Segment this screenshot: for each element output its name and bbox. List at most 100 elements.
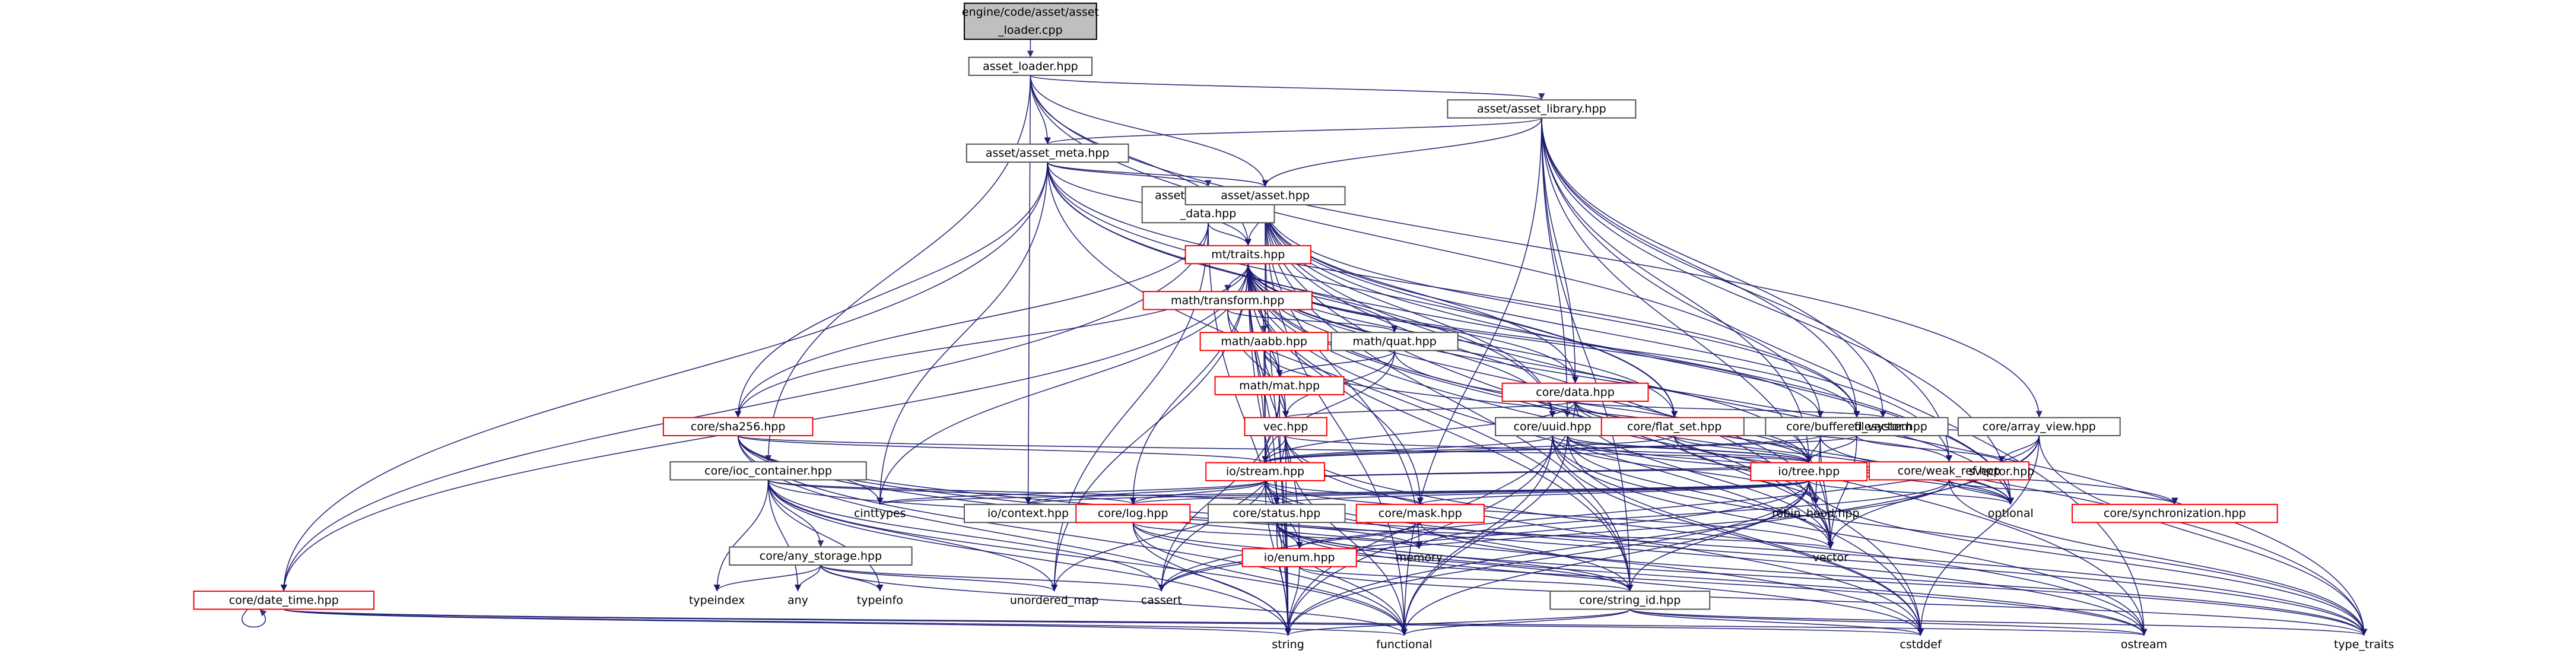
edge-string_id-to-string [1285, 608, 1631, 636]
edge-asset_meta-to-buffered_vector [1047, 162, 1860, 418]
node-ioc-container[interactable]: core/ioc_container.hpp [669, 461, 867, 481]
edge-asset_meta-to-flat_set [1047, 162, 1678, 418]
node-mtraits[interactable]: mt/traits.hpp [1184, 245, 1311, 265]
node-label: unordered_map [1010, 594, 1099, 607]
edge-data-to-vec [1282, 401, 1576, 418]
node-box [963, 2, 1097, 40]
node-data[interactable]: core/data.hpp [1501, 382, 1649, 402]
node-ostream: ostream [2121, 638, 2167, 651]
node-label: optional [1988, 507, 2034, 520]
node-svector: svector.hpp [1969, 465, 2035, 478]
edge-asset_loader-to-asset_asset [1030, 75, 1269, 187]
node-label: core/ioc_container.hpp [704, 464, 832, 477]
edge-asset_asset-to-string_id [1265, 204, 1634, 592]
edge-core_log-to-string [1132, 522, 1292, 636]
edge-date_time-to-cstddef [283, 608, 1923, 636]
edge-ioc_container-to-unordered_map [767, 480, 1058, 592]
edge-flat_set-to-robin_hood [1673, 435, 1819, 504]
edge-io_tree-to-functional [1400, 480, 1810, 636]
node-label: filesystem [1854, 420, 1912, 433]
node-buffered-vector[interactable]: core/buffered_vector.hpp [1765, 417, 1949, 436]
node-label: math/mat.hpp [1239, 379, 1320, 392]
node-label: mt/traits.hpp [1211, 248, 1285, 261]
node-asset-loader[interactable]: asset_loader.hpp [968, 56, 1093, 76]
node-box [1208, 503, 1346, 523]
edge-quat-to-mat [1276, 350, 1395, 377]
edge-mtraits-to-string_id [1247, 264, 1634, 592]
node-label: core/buffered_vector.hpp [1786, 420, 1927, 433]
node-transform[interactable]: math/transform.hpp [1142, 291, 1313, 310]
edge-aabb-to-io_stream [1262, 350, 1269, 463]
edge-ioc_container-to-core_status [767, 479, 1280, 505]
node-quat[interactable]: math/quat.hpp [1330, 332, 1459, 351]
node-box [963, 503, 1093, 523]
node-string-id[interactable]: core/string_id.hpp [1549, 591, 1711, 610]
node-unordered-map: unordered_map [1010, 594, 1099, 607]
edge-asset_import-to-sha256 [735, 223, 1209, 418]
node-core-status[interactable]: core/status.hpp [1208, 503, 1346, 523]
edge-io_stream-to-unordered_map [1051, 480, 1266, 592]
node-asset-library[interactable]: asset/asset_library.hpp [1447, 99, 1637, 119]
node-vec[interactable]: vec.hpp [1244, 417, 1327, 436]
node-sha256[interactable]: core/sha256.hpp [662, 417, 814, 436]
node-io-context[interactable]: io/context.hpp [963, 503, 1093, 523]
edge-buffered_vector-to-io_stream [1262, 435, 1857, 464]
node-uuid[interactable]: core/uuid.hpp [1495, 417, 1611, 436]
node-weak-ref[interactable]: core/weak_ref.hpp [1869, 461, 2030, 481]
node-box [1765, 417, 1949, 436]
node-core-mask[interactable]: core/mask.hpp [1355, 503, 1485, 523]
node-core-sync[interactable]: core/synchronization.hpp [2072, 503, 2278, 523]
node-io-stream[interactable]: io/stream.hpp [1205, 462, 1325, 481]
node-io-enum[interactable]: io/enum.hpp [1241, 548, 1357, 567]
node-box [1501, 382, 1649, 402]
edge-asset_meta-to-sha256 [735, 162, 1049, 418]
node-cassert: cassert [1141, 594, 1182, 607]
node-vector: vector [1813, 551, 1848, 564]
node-array-view[interactable]: core/array_view.hpp [1957, 417, 2121, 436]
node-asset-meta[interactable]: asset/asset_meta.hpp [965, 143, 1129, 163]
node-box [968, 56, 1093, 76]
node-label: core/sha256.hpp [691, 420, 786, 433]
edge-mtraits-to-transform [1224, 264, 1249, 292]
node-core-log[interactable]: core/log.hpp [1075, 503, 1191, 523]
node-io-tree[interactable]: io/tree.hpp [1750, 462, 1868, 481]
edge-string_id-to-cstddef [1629, 608, 1924, 636]
edge-buffered_vector-to-vector [1827, 435, 1857, 549]
node-label: engine/code/asset/asset [962, 6, 1099, 19]
edge-ioc_container-to-core_log [767, 479, 1136, 505]
node-any: any [787, 594, 808, 607]
edge-asset_asset-to-vector [1265, 204, 1834, 549]
edge-aabb-to-io_tree [1263, 350, 1812, 463]
edge-asset_asset-to-uuid [1265, 204, 1556, 418]
node-aabb[interactable]: math/aabb.hpp [1199, 332, 1329, 351]
node-label: _data.hpp [1180, 207, 1237, 220]
edge-data-to-filesystem [1574, 401, 1886, 418]
node-date-time[interactable]: core/date_time.hpp [193, 591, 375, 610]
edge-date_time-to-functional [283, 608, 1408, 636]
node-flat-set[interactable]: core/flat_set.hpp [1600, 417, 1748, 436]
node-label: vector [1813, 551, 1848, 564]
edge-asset_library-to-functional [1400, 118, 1542, 636]
edge-io_stream-to-io_context [1025, 480, 1266, 505]
node-box [1199, 332, 1329, 351]
node-cstddef: cstddef [1900, 638, 1942, 651]
edge-core_status-to-type_traits [1276, 522, 2368, 636]
edge-array_view-to-svector [1998, 435, 2040, 463]
edge-core_status-to-string [1276, 522, 1292, 636]
edge-asset_library-to-filesystem [1541, 118, 1886, 418]
edge-io_tree-to-cinttypes [877, 480, 1810, 505]
node-label: core/array_view.hpp [1983, 420, 2096, 433]
node-root[interactable]: engine/code/asset/asset_loader.cpp [962, 2, 1099, 40]
edge-core_log-to-ostream [1132, 522, 2148, 636]
node-any-storage[interactable]: core/any_storage.hpp [729, 546, 913, 566]
node-mat[interactable]: math/mat.hpp [1214, 376, 1345, 395]
node-label: typeinfo [857, 594, 903, 607]
node-type-traits: type_traits [2334, 638, 2394, 651]
edge-asset_meta-to-asset_asset [1047, 161, 1269, 188]
node-label: string [1272, 638, 1304, 651]
node-box [1869, 461, 2030, 481]
edge-io_tree-to-core_log [1130, 480, 1810, 505]
node-asset-asset[interactable]: asset/asset.hpp [1184, 186, 1346, 205]
edge-array_view-to-type_traits [2038, 435, 2368, 636]
edge-core_mask-to-io_enum [1296, 522, 1421, 549]
